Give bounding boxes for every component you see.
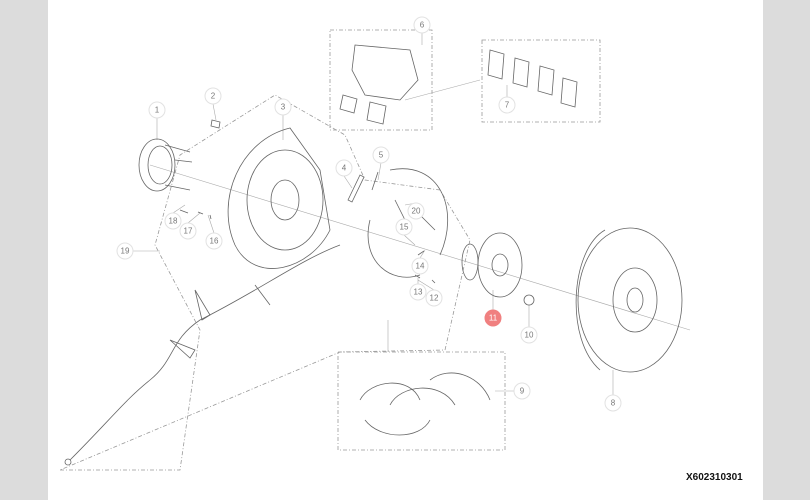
callout-circle: [205, 232, 223, 250]
callout-10[interactable]: 10: [520, 326, 538, 344]
callout-7[interactable]: 7: [498, 96, 516, 114]
callout-circle: [604, 394, 622, 412]
callout-circle: [274, 98, 292, 116]
shoe-set-part[interactable]: [359, 372, 491, 436]
callout-circle: [335, 159, 353, 177]
callout-circle: [498, 96, 516, 114]
callout-label: 12: [430, 294, 439, 303]
callout-15[interactable]: 15: [395, 218, 413, 236]
callout-label: 15: [400, 223, 409, 232]
callout-label: 7: [505, 101, 510, 110]
callout-label: 2: [211, 92, 216, 101]
callout-11[interactable]: 11: [484, 309, 502, 327]
callout-4[interactable]: 4: [335, 159, 353, 177]
left-margin: [0, 0, 48, 500]
callout-label: 6: [420, 21, 425, 30]
backing-plate-part[interactable]: [227, 127, 331, 269]
right-margin: [763, 0, 810, 500]
callout-circle: [116, 242, 134, 260]
callout-circle: [409, 283, 427, 301]
callout-17[interactable]: 17: [179, 222, 197, 240]
callout-circle: [204, 87, 222, 105]
pads-group-outline: [481, 39, 601, 123]
callout-circle: [411, 257, 429, 275]
brake-disc-part[interactable]: [575, 227, 683, 373]
callout-label: 14: [416, 262, 425, 271]
backing-plate-outline: [59, 94, 471, 471]
bolt-part[interactable]: [210, 119, 221, 129]
callout-circle: [413, 16, 431, 34]
caliper-part[interactable]: [339, 44, 419, 125]
callout-label: 4: [342, 164, 347, 173]
callout-14[interactable]: 14: [411, 257, 429, 275]
callout-18[interactable]: 18: [164, 212, 182, 230]
callout-label: 20: [412, 207, 421, 216]
callout-label: 8: [611, 399, 616, 408]
callout-3[interactable]: 3: [274, 98, 292, 116]
caliper-group-outline: [329, 29, 433, 131]
callout-circle: [179, 222, 197, 240]
callout-label: 13: [414, 288, 423, 297]
shoes-group-outline: [337, 351, 506, 451]
small-fasteners: [179, 209, 436, 284]
callout-circle: [407, 202, 425, 220]
callout-label: 3: [281, 103, 286, 112]
callout-label: 19: [121, 247, 130, 256]
callout-20[interactable]: 20: [407, 202, 425, 220]
callout-8[interactable]: 8: [604, 394, 622, 412]
parking-brake-cable-part[interactable]: [64, 244, 341, 466]
spring-part[interactable]: [371, 171, 379, 191]
strut-part[interactable]: [347, 174, 365, 203]
hub-bearing-part[interactable]: [138, 138, 193, 192]
callout-label: 5: [379, 151, 384, 160]
hub-flange-part[interactable]: [461, 232, 523, 298]
callout-19[interactable]: 19: [116, 242, 134, 260]
callout-circle: [395, 218, 413, 236]
callout-12[interactable]: 12: [425, 289, 443, 307]
callout-5[interactable]: 5: [372, 146, 390, 164]
callout-label: 18: [169, 217, 178, 226]
callout-13[interactable]: 13: [409, 283, 427, 301]
callout-circle: [148, 101, 166, 119]
callout-circle: [372, 146, 390, 164]
callout-label: 10: [525, 331, 534, 340]
callout-6[interactable]: 6: [413, 16, 431, 34]
callout-circle: [520, 326, 538, 344]
callout-16[interactable]: 16: [205, 232, 223, 250]
callout-circle: [425, 289, 443, 307]
callout-1[interactable]: 1: [148, 101, 166, 119]
callout-circle: [484, 309, 502, 327]
callout-circle: [164, 212, 182, 230]
callout-label: 17: [184, 227, 193, 236]
hub-nut-part[interactable]: [523, 294, 535, 306]
callout-label: 9: [520, 387, 525, 396]
callout-circle: [513, 382, 531, 400]
callout-label: 1: [155, 106, 160, 115]
callout-label: 11: [489, 314, 498, 323]
callout-9[interactable]: 9: [513, 382, 531, 400]
callout-2[interactable]: 2: [204, 87, 222, 105]
callout-label: 16: [210, 237, 219, 246]
brake-pads-part[interactable]: [487, 49, 578, 108]
diagram-code: X602310301: [686, 472, 743, 483]
parking-brake-shoe-part[interactable]: [367, 168, 448, 278]
